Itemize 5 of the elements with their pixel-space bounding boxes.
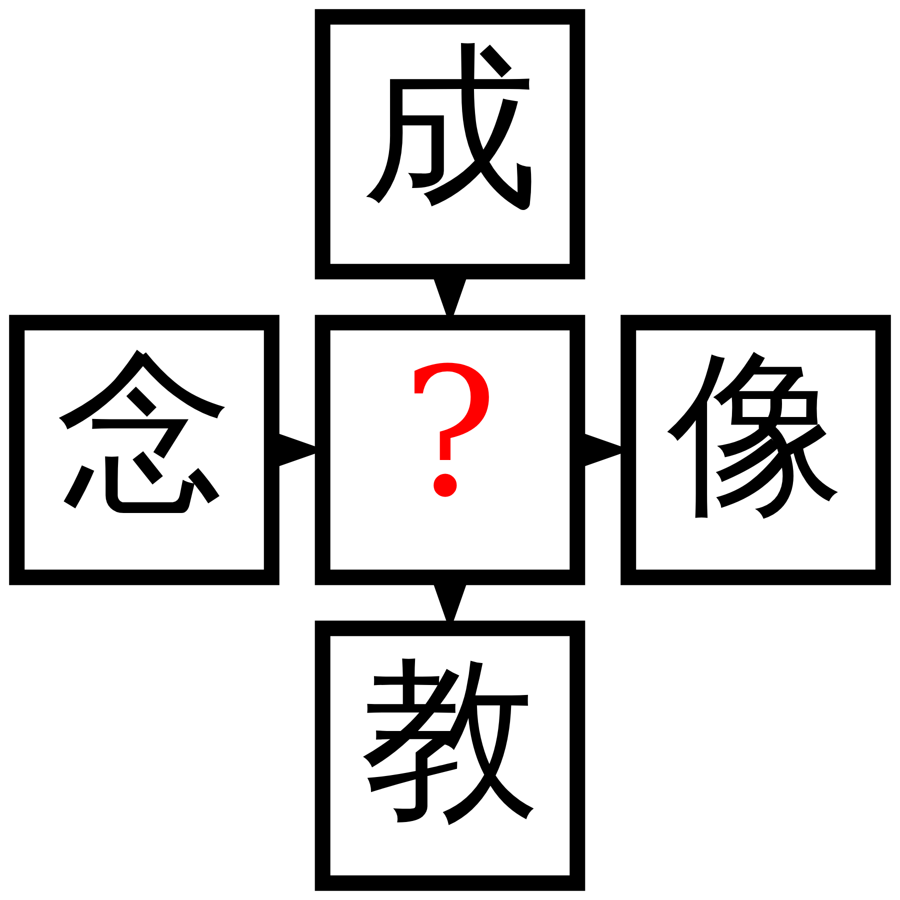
node-box: ? — [314, 314, 586, 586]
node-box: 成 — [314, 9, 586, 280]
node-box: 像 — [620, 314, 891, 586]
node-box: 念 — [9, 314, 280, 586]
node-box: 教 — [314, 620, 586, 891]
